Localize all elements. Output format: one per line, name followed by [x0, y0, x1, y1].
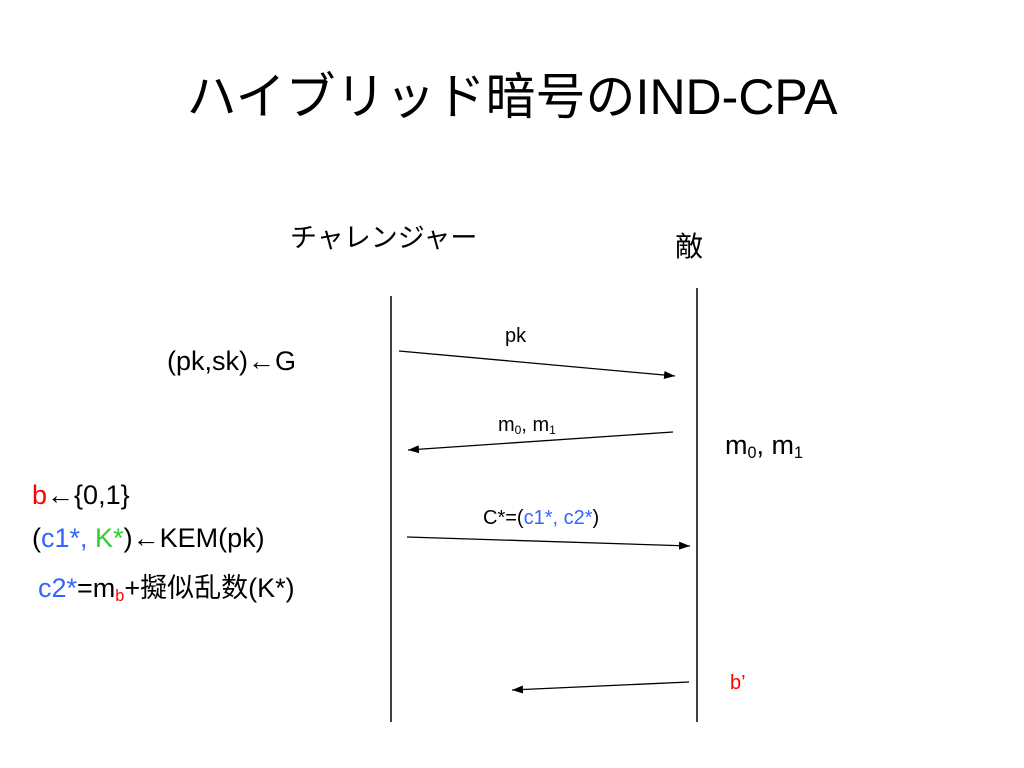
kem-k: K* — [95, 523, 124, 553]
arrow-c — [406, 536, 691, 550]
kem-open: ( — [32, 523, 41, 553]
c2-eq: =m — [77, 573, 116, 603]
adversary-m-sub1: 1 — [794, 444, 804, 463]
adversary-label: 敵 — [675, 231, 704, 262]
message-b-prime: b’ — [730, 672, 746, 694]
message-c-parts: c1*, c2* — [523, 507, 593, 529]
message-m-sub0: 0 — [514, 423, 522, 437]
slide-title: ハイブリッド暗号のIND-CPA — [186, 69, 838, 125]
arrow-m — [407, 431, 674, 454]
message-m-sub1: 1 — [549, 423, 556, 437]
challenger-bit-step: b←{0,1} — [32, 480, 130, 511]
arrow-pk — [398, 350, 676, 379]
message-pk: pk — [505, 325, 527, 347]
keygen-step: (pk,sk)←G — [167, 346, 297, 376]
message-m-sep: , m — [521, 414, 550, 436]
adversary-m-sep: , m — [756, 430, 795, 460]
c2-sub-b: b — [115, 587, 125, 606]
message-c-prefix: C*=( — [483, 507, 524, 529]
kem-c1: c1*, — [41, 523, 88, 553]
adversary-m-base: m — [725, 430, 748, 460]
adversary-choose-messages: m0, m1 — [725, 430, 803, 461]
message-m0-m1: m0, m1 — [498, 414, 556, 437]
message-ciphertext: C*=(c1*, c2*) — [483, 507, 599, 530]
kem-rest: )←KEM(pk) — [123, 523, 265, 553]
message-c-suffix: ) — [592, 507, 600, 529]
message-m-base: m — [498, 414, 515, 436]
c2-var: c2* — [38, 573, 78, 603]
bit-b: b — [32, 480, 48, 510]
adversary-m-sub0: 0 — [747, 444, 757, 463]
c2-rest: +擬似乱数(K*) — [124, 573, 295, 603]
challenger-label: チャレンジャー — [290, 223, 478, 253]
challenger-c2-step: c2*=mb+擬似乱数(K*) — [38, 566, 295, 605]
bit-b-rest: ←{0,1} — [47, 480, 130, 510]
challenger-kem-step: (c1*, K*)←KEM(pk) — [32, 523, 265, 554]
arrow-b — [511, 681, 690, 694]
